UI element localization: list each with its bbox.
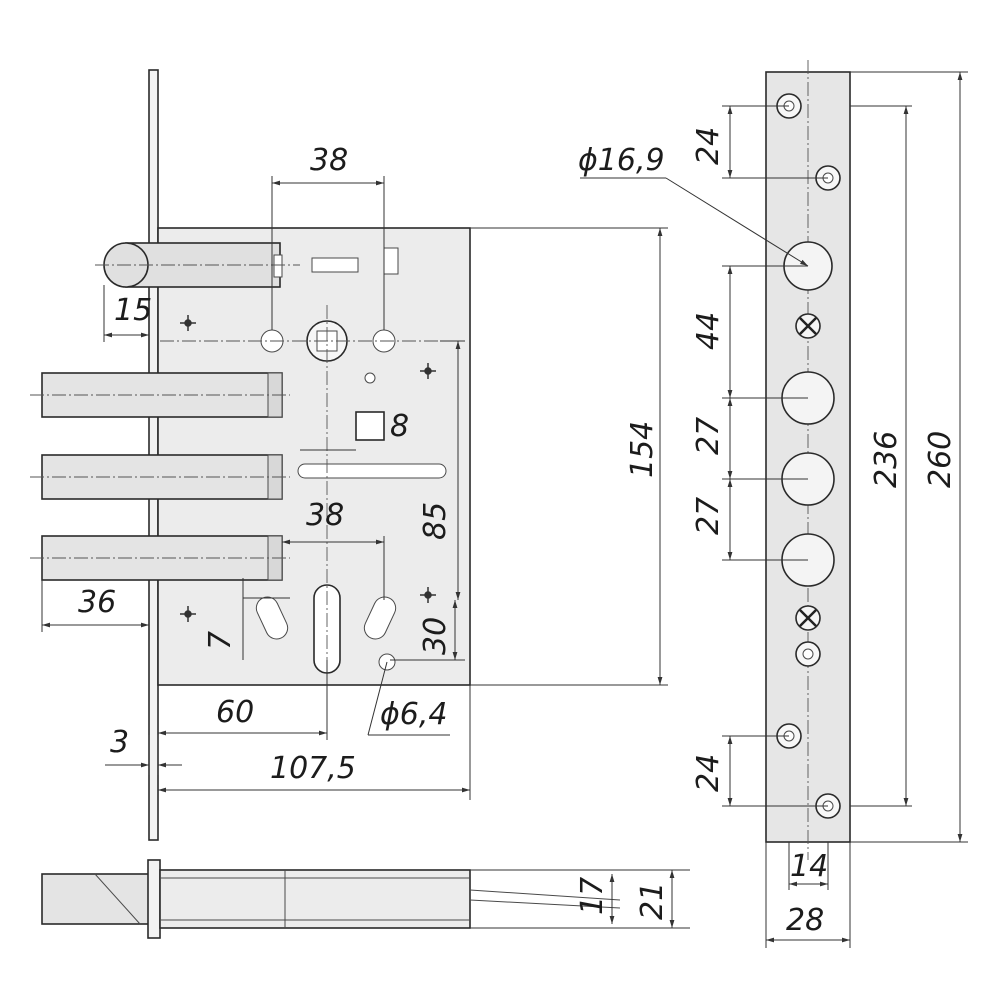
dim-8: 8 bbox=[390, 409, 409, 444]
dim-21: 21 bbox=[635, 882, 670, 920]
side-view: 17 21 bbox=[41, 859, 690, 939]
dim-236: 236 bbox=[869, 431, 904, 488]
dim-154: 154 bbox=[625, 421, 660, 478]
dim-14: 14 bbox=[790, 849, 828, 884]
square-8 bbox=[355, 411, 385, 441]
small-hole bbox=[364, 372, 376, 384]
dim-44: 44 bbox=[691, 312, 726, 350]
dim-16-9: ϕ16,9 bbox=[578, 143, 665, 178]
dim-17: 17 bbox=[575, 877, 610, 915]
dim-107-5: 107,5 bbox=[270, 751, 356, 786]
dim-27-a: 27 bbox=[691, 417, 726, 455]
dim-60: 60 bbox=[216, 695, 254, 730]
dim-24-top: 24 bbox=[691, 127, 726, 165]
plate-cross-screw-top bbox=[795, 313, 821, 339]
plate-cross-screw-bottom bbox=[795, 605, 821, 631]
dim-36: 36 bbox=[78, 585, 116, 620]
side-body bbox=[159, 869, 471, 929]
dim-28: 28 bbox=[786, 903, 824, 938]
side-faceplate bbox=[147, 859, 161, 939]
dim-260: 260 bbox=[923, 431, 958, 488]
oval-slot-right bbox=[363, 596, 397, 640]
dim-85: 85 bbox=[418, 502, 453, 540]
screw-marks bbox=[180, 315, 436, 622]
dim-3: 3 bbox=[110, 725, 129, 760]
dim-24-bottom: 24 bbox=[691, 754, 726, 792]
front-view: 38 15 8 38 36 7 85 30 154 ϕ6,4 60 3 107,… bbox=[30, 69, 668, 841]
dim-15: 15 bbox=[114, 293, 152, 328]
dim-7: 7 bbox=[203, 631, 238, 650]
faceplate-view: ϕ16,9 24 44 27 27 24 236 260 14 28 bbox=[578, 60, 968, 948]
dim-30: 30 bbox=[418, 617, 453, 655]
long-slot bbox=[297, 463, 447, 479]
dim-6-4: ϕ6,4 bbox=[380, 697, 448, 732]
slot-top-right bbox=[383, 247, 399, 275]
front-centerlines bbox=[30, 264, 465, 700]
dim-38-top: 38 bbox=[310, 143, 348, 178]
dim-38-low: 38 bbox=[306, 498, 344, 533]
dim-27-b: 27 bbox=[691, 497, 726, 535]
front-dimension-lines bbox=[41, 176, 668, 800]
cylinder-cutout bbox=[313, 584, 341, 674]
slot-top-center bbox=[311, 257, 359, 273]
